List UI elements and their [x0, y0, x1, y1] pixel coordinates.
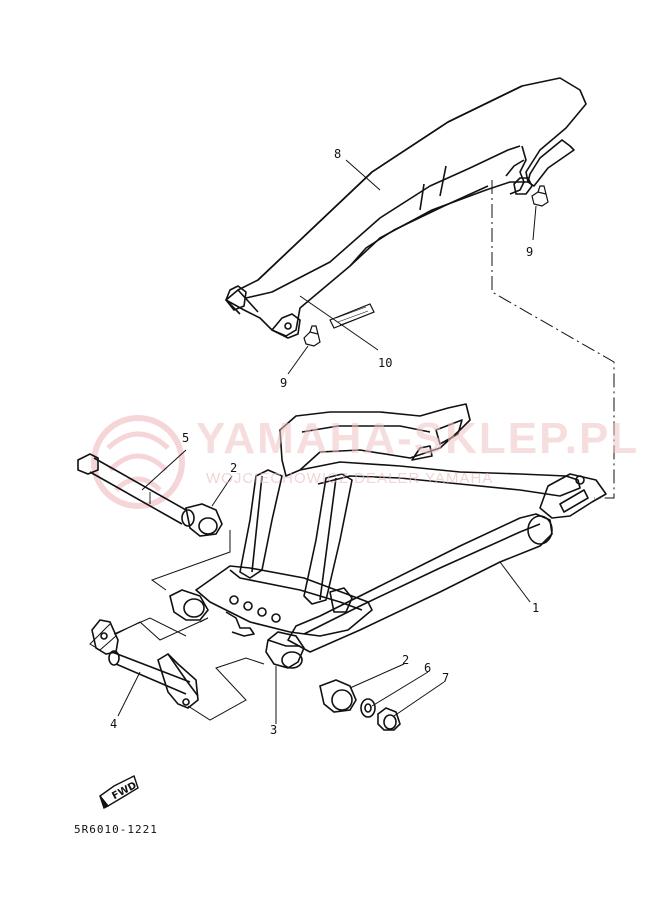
connector-line [491, 180, 615, 499]
pivot-leader [115, 530, 231, 641]
pivot-collar [265, 631, 305, 669]
pivot-bracket [89, 619, 199, 709]
washer [360, 698, 376, 718]
callout-10: 10 [378, 356, 392, 370]
bushing [185, 503, 223, 537]
yamaha-logo [91, 415, 185, 509]
swingarm [195, 403, 607, 653]
callout-2-lower: 2 [402, 653, 409, 667]
callout-8: 8 [334, 147, 341, 161]
callout-4: 4 [110, 717, 117, 731]
pivot-bushing [169, 589, 209, 621]
watermark-subtext: WOJCIECHOWICZ DEALER YAMAHA [206, 470, 494, 487]
callout-9-lower: 9 [280, 376, 287, 390]
chain-case [225, 77, 587, 339]
bolt-icon [303, 325, 321, 347]
fwd-arrow-icon [98, 775, 139, 809]
callout-1: 1 [532, 601, 539, 615]
label-plate [329, 303, 375, 329]
callout-2-upper: 2 [230, 461, 237, 475]
bracket-leader [113, 617, 265, 721]
bushing [319, 679, 357, 713]
callout-7: 7 [442, 671, 449, 685]
diagram-part-code: 5R6010-1221 [74, 823, 158, 836]
bolt-icon [531, 185, 549, 207]
callout-5: 5 [182, 431, 189, 445]
watermark-text: YAMAHA-SKLEP.PL [196, 414, 640, 463]
pivot-shaft [77, 453, 195, 527]
callout-6: 6 [424, 661, 431, 675]
collar [377, 707, 401, 731]
callout-3: 3 [270, 723, 277, 737]
leader-lines [117, 159, 537, 724]
callout-9-upper: 9 [526, 245, 533, 259]
